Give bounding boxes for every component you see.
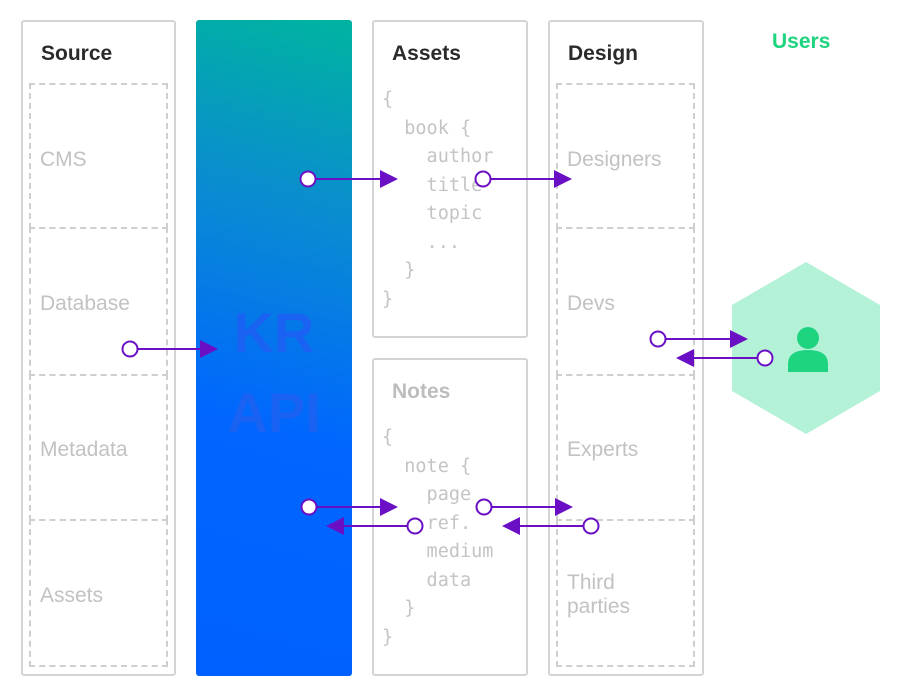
design-panel: Design [548, 20, 704, 676]
assets-title: Assets [392, 42, 461, 65]
arrow-api-to-notes [300, 498, 398, 516]
arrow-assets-to-designers [474, 170, 572, 188]
notes-title: Notes [392, 380, 451, 403]
assets-code: { book { author title topic ... } } [382, 89, 494, 310]
users-title: Users [772, 30, 831, 53]
notes-code: { note { page ref. medium data } } [382, 427, 494, 648]
notes-panel: Notes { note { page ref. medium data } } [372, 358, 528, 676]
source-title: Source [41, 42, 113, 65]
source-item-assets: Assets [29, 519, 168, 667]
arrow-design-to-notes [502, 517, 600, 535]
arrow-users-to-devs [676, 349, 774, 367]
api-label-api: API [227, 381, 321, 444]
design-title: Design [568, 42, 639, 65]
user-icon [788, 327, 828, 372]
arrow-database-to-api [121, 340, 218, 358]
api-label-kr: KR [233, 301, 315, 364]
arrow-notes-to-design [475, 498, 573, 516]
kr-api-block: KR API [196, 20, 352, 676]
arrow-notes-to-api [326, 517, 424, 535]
arrow-api-to-assets [299, 170, 398, 188]
arrow-devs-to-users [649, 330, 748, 348]
design-item-third-parties: Third parties [556, 519, 695, 667]
